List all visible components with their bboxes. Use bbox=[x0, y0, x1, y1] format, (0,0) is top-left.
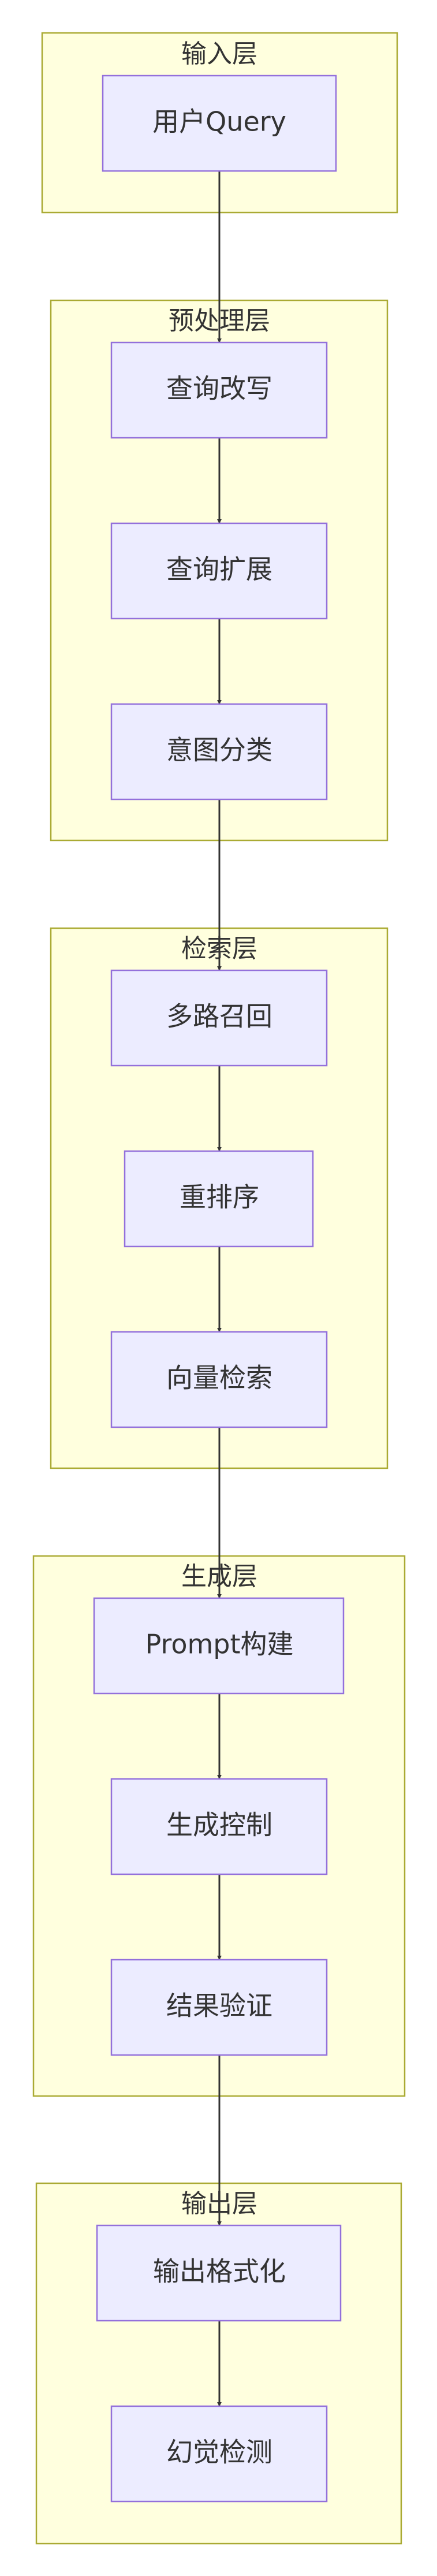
node-label-prompt-build: Prompt构建 bbox=[145, 1629, 293, 1660]
node-vector-search: 向量检索 bbox=[110, 1331, 328, 1428]
node-label-vector-search: 向量检索 bbox=[166, 1363, 272, 1394]
node-label-output-format: 输出格式化 bbox=[153, 2256, 286, 2287]
node-result-verify: 结果验证 bbox=[110, 1959, 328, 2056]
node-rerank: 重排序 bbox=[124, 1150, 314, 1248]
cluster-label-input: 输入层 bbox=[181, 39, 257, 69]
node-label-rerank: 重排序 bbox=[180, 1182, 259, 1213]
node-label-generation-control: 生成控制 bbox=[166, 1810, 272, 1841]
node-multi-recall: 多路召回 bbox=[110, 969, 328, 1067]
node-label-intent-classification: 意图分类 bbox=[166, 735, 272, 766]
node-label-query-rewrite: 查询改写 bbox=[166, 373, 272, 404]
node-label-multi-recall: 多路召回 bbox=[166, 1001, 272, 1032]
node-prompt-build: Prompt构建 bbox=[93, 1597, 345, 1695]
node-label-query-expansion: 查询扩展 bbox=[166, 554, 272, 585]
node-query-expansion: 查询扩展 bbox=[110, 522, 328, 620]
node-label-hallucination-detect: 幻觉检测 bbox=[166, 2437, 272, 2468]
node-generation-control: 生成控制 bbox=[110, 1778, 328, 1875]
node-output-format: 输出格式化 bbox=[96, 2224, 342, 2322]
node-label-user-query: 用户Query bbox=[152, 106, 286, 137]
node-intent-classification: 意图分类 bbox=[110, 703, 328, 801]
node-hallucination-detect: 幻觉检测 bbox=[110, 2405, 328, 2503]
node-query-rewrite: 查询改写 bbox=[110, 341, 328, 439]
node-user-query: 用户Query bbox=[102, 75, 337, 172]
node-label-result-verify: 结果验证 bbox=[166, 1990, 272, 2022]
